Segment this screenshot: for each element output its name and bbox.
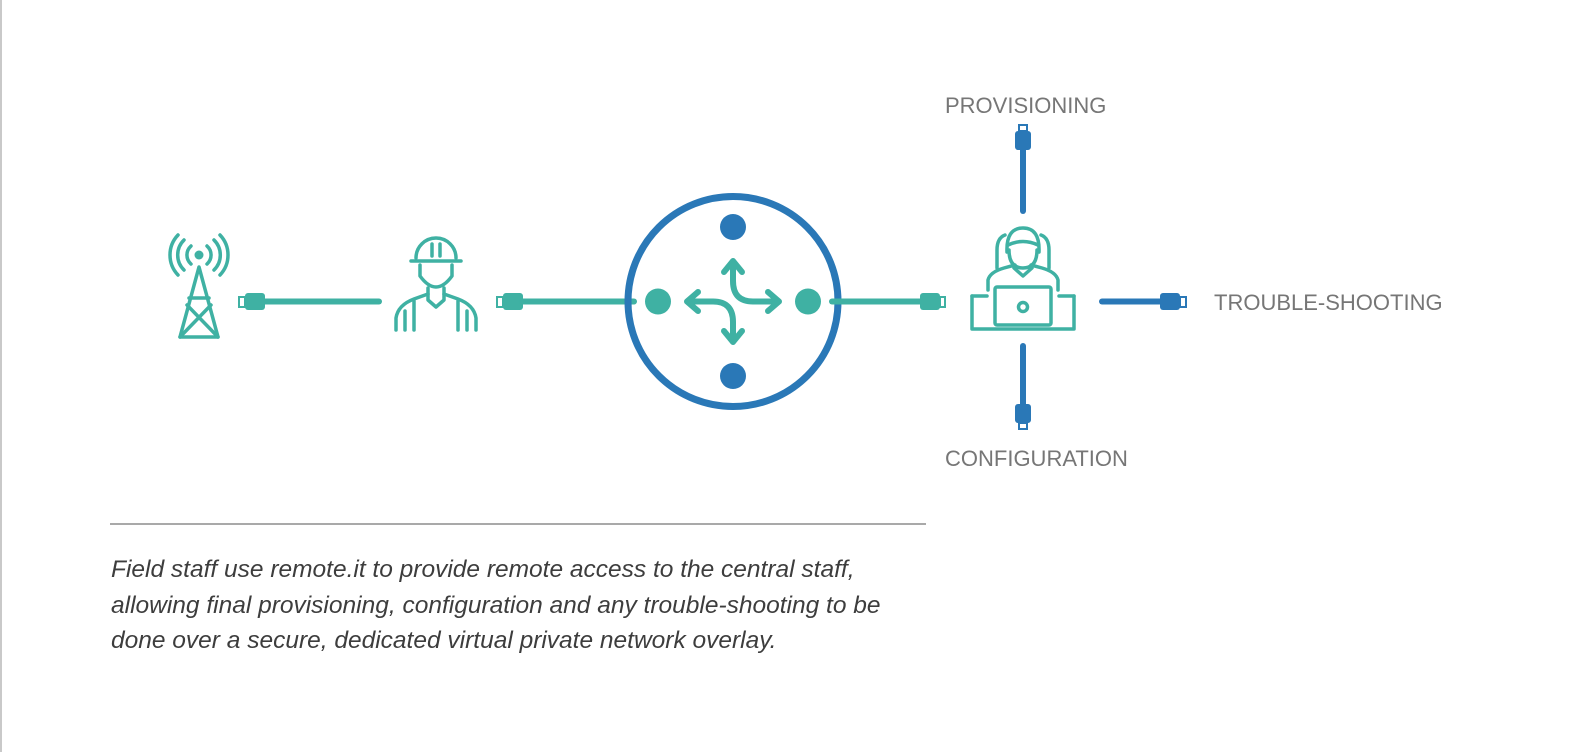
network-diagram: PROVISIONING TROUBLE-SHOOTING CONFIGURAT… bbox=[168, 93, 1443, 471]
cell-tower-icon bbox=[168, 233, 230, 339]
link-worker-hub bbox=[496, 293, 637, 310]
link-hub-staff bbox=[829, 293, 946, 310]
link-troubleshooting bbox=[1099, 293, 1187, 310]
field-worker-icon bbox=[394, 236, 478, 332]
label-provisioning: PROVISIONING bbox=[945, 93, 1106, 118]
label-configuration: CONFIGURATION bbox=[945, 446, 1128, 471]
divider-line bbox=[110, 523, 926, 525]
central-staff-laptop-icon bbox=[970, 226, 1076, 331]
caption-text: Field staff use remote.it to provide rem… bbox=[111, 552, 951, 659]
link-configuration bbox=[1015, 343, 1031, 430]
router-hub-icon bbox=[624, 193, 842, 410]
label-troubleshooting: TROUBLE-SHOOTING bbox=[1214, 290, 1443, 315]
link-provisioning bbox=[1015, 124, 1031, 214]
caption-line: done over a secure, dedicated virtual pr… bbox=[111, 627, 777, 654]
caption-line: Field staff use remote.it to provide rem… bbox=[111, 556, 855, 583]
link-tower-worker bbox=[238, 293, 382, 310]
caption-line: allowing final provisioning, configurati… bbox=[111, 591, 881, 619]
